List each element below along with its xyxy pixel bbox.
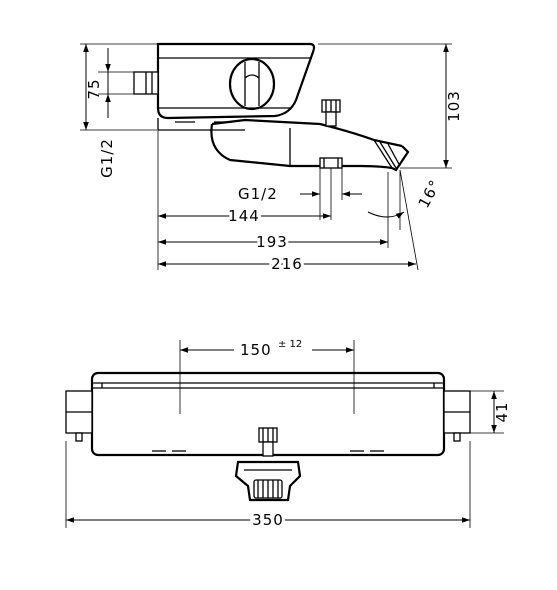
side-view: 75 G1/2 103 G1/2 144 193 216 16° <box>80 42 463 276</box>
dim-angle-label: 16° <box>415 176 445 211</box>
dim-41-label: 41 <box>493 401 511 422</box>
left-connection-front <box>65 390 93 442</box>
dim-216-label: 216 <box>271 255 303 273</box>
dim-150-label: 150 <box>240 341 272 359</box>
thermostat-handle <box>228 57 276 111</box>
dim-103-label: 103 <box>445 90 463 122</box>
dim-75-label: 75 <box>85 78 103 99</box>
dimension-lines-front <box>65 340 504 528</box>
diverter-knob <box>321 99 341 127</box>
dim-193-label: 193 <box>256 233 288 251</box>
dim-350-label: 350 <box>252 511 284 529</box>
dimension-lines-side <box>80 43 452 271</box>
bath-spout <box>210 118 410 172</box>
dim-150-tolerance: ± 12 <box>278 339 302 350</box>
dim-g12-vertical-label: G1/2 <box>98 138 116 178</box>
outlet-connection <box>319 157 343 169</box>
dim-144-label: 144 <box>228 207 260 225</box>
dim-g12-horizontal-label: G1/2 <box>238 185 278 203</box>
front-view: 150 ± 12 41 350 <box>65 339 511 532</box>
diverter-knob-front <box>258 427 278 457</box>
thermostat-body <box>156 42 316 131</box>
bath-spout-front <box>234 460 302 502</box>
inlet-connection <box>133 71 159 95</box>
right-connection-front <box>443 390 471 442</box>
